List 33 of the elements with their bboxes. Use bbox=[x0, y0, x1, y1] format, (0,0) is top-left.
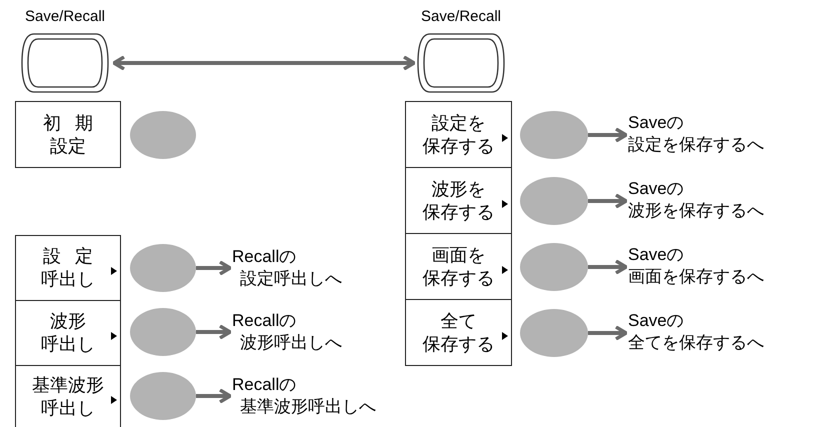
button-label: Save/Recall bbox=[420, 8, 502, 25]
softkey-label: 設定呼出し bbox=[41, 245, 95, 291]
softkey-box bbox=[15, 235, 121, 301]
button-label: Save/Recall bbox=[24, 8, 106, 25]
softkey-label: 全て保存する bbox=[422, 310, 494, 356]
target-label: Saveの波形を保存するへ bbox=[628, 178, 808, 222]
arrow bbox=[196, 324, 232, 340]
softkey-box bbox=[15, 300, 121, 366]
softkey-box bbox=[15, 101, 121, 168]
arrow bbox=[196, 388, 232, 404]
softkey-box bbox=[15, 365, 121, 427]
arrow bbox=[588, 259, 628, 275]
softkey-box bbox=[405, 233, 512, 300]
target-label: Recallの設定呼出しへ bbox=[232, 246, 362, 290]
arrow bbox=[196, 260, 232, 276]
arrow bbox=[588, 325, 628, 341]
arrow bbox=[588, 127, 628, 143]
softkey-box bbox=[405, 101, 512, 168]
softkey-box bbox=[405, 167, 512, 234]
softkey-label: 基準波形呼出し bbox=[32, 374, 104, 420]
arrow bbox=[112, 55, 416, 71]
target-label: Saveの画面を保存するへ bbox=[628, 244, 808, 288]
softkey-box bbox=[405, 299, 512, 366]
softkey-label: 画面を保存する bbox=[422, 244, 494, 290]
target-label: Saveの設定を保存するへ bbox=[628, 112, 808, 156]
target-label: Recallの基準波形呼出しへ bbox=[232, 374, 402, 418]
arrow bbox=[588, 193, 628, 209]
softkey-label: 初期設定 bbox=[43, 112, 93, 158]
softkey-label: 波形を保存する bbox=[422, 178, 494, 224]
softkey-label: 設定を保存する bbox=[422, 112, 494, 158]
softkey-label: 波形呼出し bbox=[41, 310, 95, 356]
target-label: Recallの波形呼出しへ bbox=[232, 310, 362, 354]
target-label: Saveの全てを保存するへ bbox=[628, 310, 808, 354]
